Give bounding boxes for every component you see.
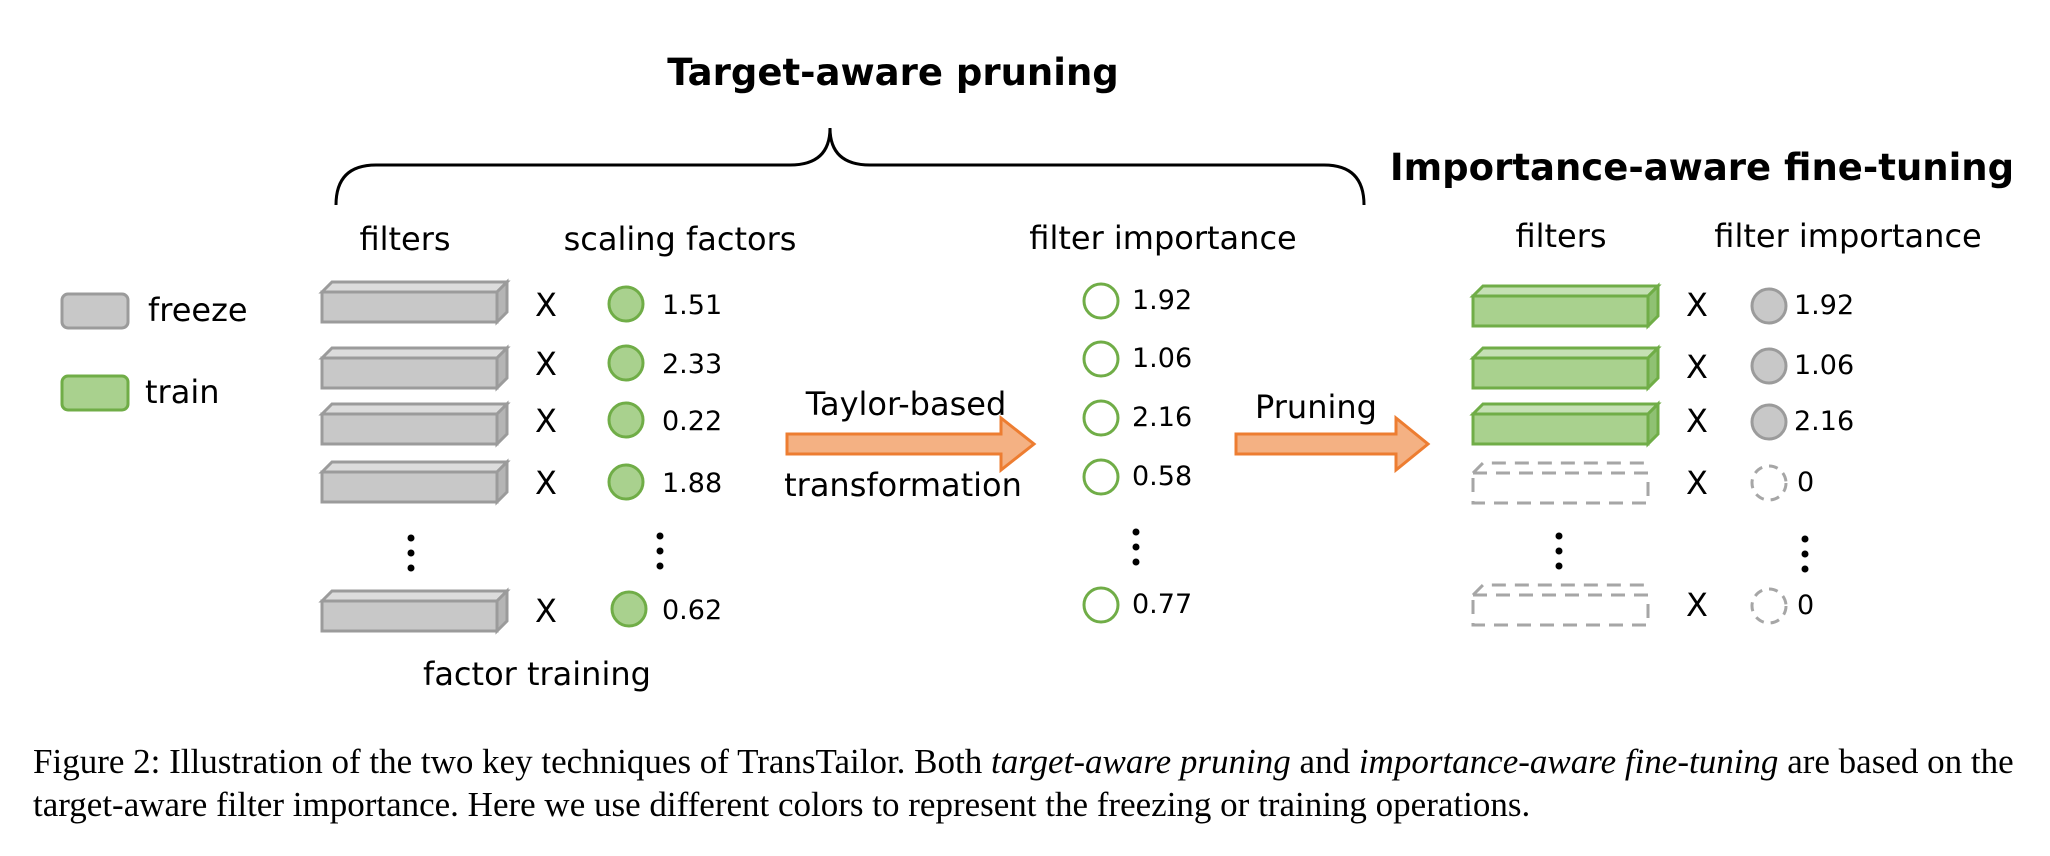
taylor-arrow: Taylor-based transformation bbox=[784, 385, 1037, 504]
pruned-filter bbox=[1471, 461, 1650, 505]
trained-filter bbox=[1471, 284, 1660, 328]
arrow2-label: Pruning bbox=[1255, 388, 1377, 426]
frozen-filter bbox=[320, 280, 509, 324]
frozen-filter bbox=[320, 402, 509, 446]
pruned-filter bbox=[1471, 583, 1650, 627]
legend-freeze-swatch bbox=[60, 292, 130, 330]
pruned-importance-circle bbox=[1750, 587, 1788, 625]
multiply-sign: X bbox=[1686, 286, 1708, 324]
stage-fine-tuning: filters filter importance X X X X X 1.92… bbox=[1471, 217, 1982, 627]
caption-em-finetuning: importance-aware fine-tuning bbox=[1358, 742, 1779, 781]
scaling-factor-value: 2.33 bbox=[662, 349, 722, 380]
finetune-title: Importance-aware fine-tuning bbox=[1390, 146, 2014, 189]
importance-value: 1.06 bbox=[1132, 343, 1192, 374]
arrow1-label-line2: transformation bbox=[784, 466, 1022, 504]
importance-value: 0 bbox=[1797, 467, 1814, 498]
multiply-sign: X bbox=[1686, 348, 1708, 386]
arrow-right-icon bbox=[1234, 414, 1431, 474]
pruning-brace bbox=[334, 127, 1366, 206]
stage1-factors-header: scaling factors bbox=[564, 220, 797, 258]
importance-value: 0 bbox=[1797, 590, 1814, 621]
stage-factor-training: filters scaling factors X X X X X 1.51 2… bbox=[320, 220, 797, 693]
pruned-importance-circle bbox=[1750, 464, 1788, 502]
stage3-importance-header: filter importance bbox=[1714, 217, 1981, 255]
scaling-factor-circle bbox=[610, 590, 648, 628]
frozen-filter bbox=[320, 346, 509, 390]
trained-filter bbox=[1471, 346, 1660, 390]
importance-circle bbox=[1082, 399, 1120, 437]
trained-filter bbox=[1471, 402, 1660, 446]
multiply-sign: X bbox=[535, 592, 557, 630]
importance-circle bbox=[1082, 282, 1120, 320]
caption-prefix: Figure 2: Illustration of the two key te… bbox=[33, 742, 992, 781]
legend-train-label: train bbox=[145, 373, 219, 411]
legend-freeze-label: freeze bbox=[148, 291, 248, 329]
arrow1-label-line1: Taylor-based bbox=[805, 385, 1007, 423]
multiply-sign: X bbox=[535, 286, 557, 324]
importance-circle bbox=[1082, 586, 1120, 624]
stage1-filters-header: filters bbox=[359, 220, 450, 258]
importance-value: 1.92 bbox=[1132, 285, 1192, 316]
importance-circle bbox=[1082, 340, 1120, 378]
scaling-factor-value: 1.88 bbox=[662, 468, 722, 499]
importance-circle bbox=[1082, 458, 1120, 496]
pruning-title: Target-aware pruning bbox=[667, 51, 1119, 94]
scaling-factor-circle bbox=[607, 463, 645, 501]
frozen-filter bbox=[320, 589, 509, 633]
frozen-importance-circle bbox=[1750, 287, 1788, 325]
importance-value: 1.06 bbox=[1794, 350, 1854, 381]
scaling-factor-value: 0.22 bbox=[662, 406, 722, 437]
multiply-sign: X bbox=[535, 345, 557, 383]
figure-caption: Figure 2: Illustration of the two key te… bbox=[33, 740, 2023, 826]
factor-training-label: factor training bbox=[423, 655, 651, 693]
multiply-sign: X bbox=[1686, 464, 1708, 502]
legend-train-swatch bbox=[60, 374, 130, 412]
scaling-factor-value: 0.62 bbox=[662, 595, 722, 626]
multiply-sign: X bbox=[1686, 402, 1708, 440]
scaling-factor-circle bbox=[607, 344, 645, 382]
stage-filter-importance: filter importance 1.92 1.06 2.16 0.58 0.… bbox=[1029, 219, 1297, 624]
arrow-right-icon bbox=[785, 414, 1037, 474]
stage3-filters-header: filters bbox=[1515, 217, 1606, 255]
scaling-factor-value: 1.51 bbox=[662, 290, 722, 321]
importance-value: 2.16 bbox=[1794, 406, 1854, 437]
caption-em-pruning: target-aware pruning bbox=[991, 742, 1291, 781]
frozen-importance-circle bbox=[1750, 403, 1788, 441]
transtailor-diagram: Target-aware pruning Importance-aware fi… bbox=[60, 51, 2014, 693]
multiply-sign: X bbox=[1686, 586, 1708, 624]
ellipsis-dots bbox=[1555, 532, 1809, 573]
importance-value: 1.92 bbox=[1794, 290, 1854, 321]
frozen-filter bbox=[320, 460, 509, 504]
scaling-factor-circle bbox=[607, 401, 645, 439]
frozen-importance-circle bbox=[1750, 347, 1788, 385]
ellipsis-dots bbox=[407, 532, 664, 572]
importance-value: 0.77 bbox=[1132, 589, 1192, 620]
legend: freeze train bbox=[60, 291, 248, 412]
scaling-factor-circle bbox=[607, 285, 645, 323]
multiply-sign: X bbox=[535, 402, 557, 440]
pruning-arrow: Pruning bbox=[1234, 388, 1431, 474]
importance-value: 2.16 bbox=[1132, 402, 1192, 433]
importance-value: 0.58 bbox=[1132, 461, 1192, 492]
ellipsis-dots bbox=[1132, 528, 1140, 566]
multiply-sign: X bbox=[535, 464, 557, 502]
caption-suffix: are based on the target-aware filter imp… bbox=[33, 742, 2014, 824]
stage2-header: filter importance bbox=[1029, 219, 1296, 257]
caption-mid: and bbox=[1290, 742, 1359, 781]
